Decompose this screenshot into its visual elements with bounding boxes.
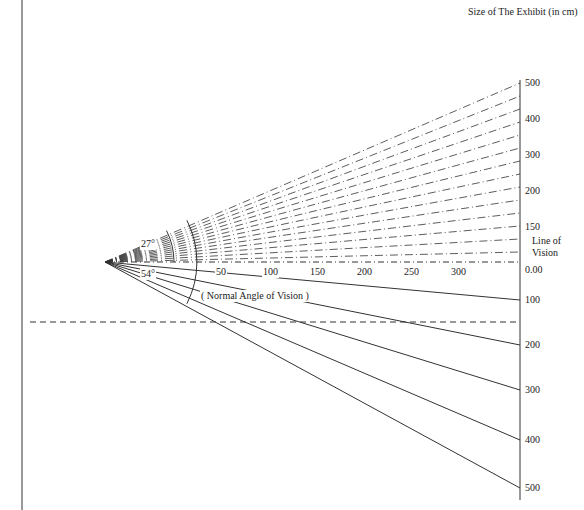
- line-of-vision: [105, 262, 520, 263]
- distance-value: 200: [356, 266, 373, 278]
- view-ray: [105, 96, 520, 262]
- scale-title: Size of The Exhibit (in cm): [468, 6, 578, 18]
- angle-label: 27°: [140, 238, 156, 250]
- view-ray: [105, 109, 520, 262]
- left-border-line: [22, 0, 23, 510]
- angle-label: 54°: [140, 268, 156, 280]
- scale-value: 400: [525, 113, 540, 125]
- scale-value: 100: [525, 294, 540, 306]
- view-ray: [105, 239, 520, 262]
- scale-value: 300: [525, 384, 540, 396]
- view-ray: [105, 226, 520, 262]
- view-ray: [105, 213, 520, 262]
- view-ray: [105, 122, 520, 262]
- view-ray: [105, 187, 520, 262]
- scale-value: 200: [525, 185, 540, 197]
- view-ray: [105, 200, 520, 262]
- eye-level-line: [30, 322, 520, 323]
- view-ray: [105, 262, 520, 390]
- scale-value: 300: [525, 149, 540, 161]
- angle-arc-27: [167, 231, 175, 262]
- view-ray: [105, 161, 520, 262]
- scale-value: 400: [525, 434, 540, 446]
- angle-caption: ( Normal Angle of Vision ): [200, 290, 310, 302]
- size-scale-line: [520, 80, 521, 500]
- lower-view-lines: [105, 262, 520, 488]
- view-ray: [105, 262, 520, 345]
- view-ray: [105, 262, 520, 440]
- scale-value: 200: [525, 339, 540, 351]
- view-ray: [105, 135, 520, 262]
- view-ray: [105, 148, 520, 262]
- distance-value: 50: [215, 266, 227, 278]
- view-ray: [105, 174, 520, 262]
- axis-label: Line of Vision: [532, 235, 580, 258]
- upper-view-lines: [105, 83, 520, 262]
- angle-arc-54: [187, 220, 197, 303]
- scale-value: 0.00: [525, 264, 543, 276]
- scale-value: 500: [525, 77, 540, 89]
- distance-value: 150: [309, 266, 326, 278]
- view-ray: [105, 252, 520, 262]
- distance-value: 100: [262, 266, 279, 278]
- distance-value: 250: [403, 266, 420, 278]
- view-ray: [105, 262, 520, 488]
- view-ray: [105, 83, 520, 262]
- scale-value: 150: [525, 221, 540, 233]
- scale-value: 500: [525, 482, 540, 494]
- distance-value: 300: [450, 266, 467, 278]
